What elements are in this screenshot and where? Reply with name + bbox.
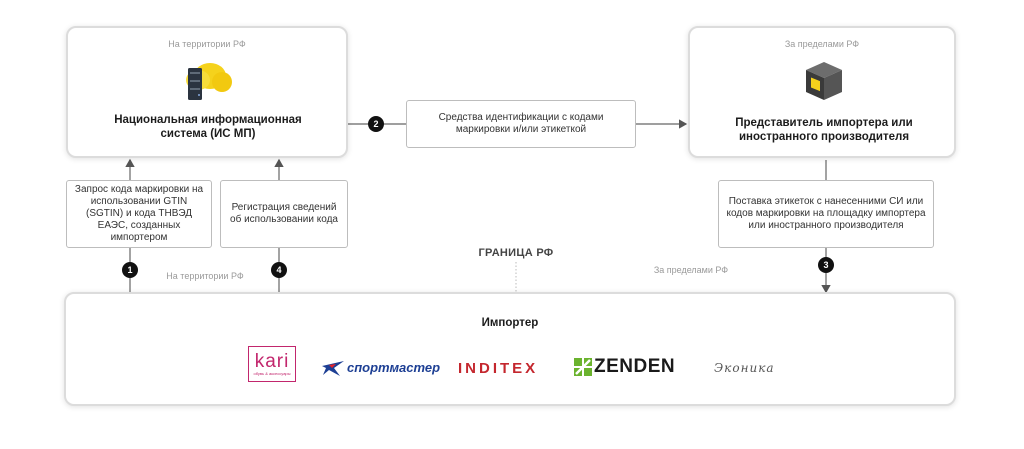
kari-logo-tagline: обувь & аксессуары xyxy=(253,371,291,376)
ekonika-logo: Эконика xyxy=(714,359,775,377)
zenden-logo-text: ZENDEN xyxy=(594,356,676,377)
representative-node: За пределами РФ Представитель импортера … xyxy=(688,26,956,158)
step-1-box: Запрос кода маркировки на использовании … xyxy=(66,180,212,248)
outside-rf-label: За пределами РФ xyxy=(653,265,729,275)
ismp-node: На территории РФ Национальная информацио… xyxy=(66,26,348,158)
zenden-mark-icon xyxy=(574,358,592,376)
inditex-logo: INDITEX xyxy=(458,358,538,378)
step-4-box: Регистрация сведений об использовании ко… xyxy=(220,180,348,248)
importer-title: Импортер xyxy=(481,317,539,329)
sportmaster-logo: спортмастер xyxy=(320,356,440,378)
ekonika-logo-text: Эконика xyxy=(714,361,775,375)
kari-logo: kari обувь & аксессуары xyxy=(248,346,296,382)
rep-region-label: За пределами РФ xyxy=(784,39,860,49)
kari-logo-text: kari xyxy=(254,351,290,372)
step-1-badge: 1 xyxy=(122,262,138,278)
step-2-box: Средства идентификации с кодами маркиров… xyxy=(406,100,636,148)
inditex-logo-text: INDITEX xyxy=(458,359,539,377)
border-label: ГРАНИЦА РФ xyxy=(478,247,554,259)
inside-rf-label: На территории РФ xyxy=(166,271,244,281)
rep-title: Представитель импортера или иностранного… xyxy=(735,117,913,143)
step-2-badge: 2 xyxy=(368,116,384,132)
step-4-badge: 4 xyxy=(271,262,287,278)
package-box-icon xyxy=(800,58,848,102)
sportmaster-logo-text: спортмастер xyxy=(347,359,441,375)
step-3-badge: 3 xyxy=(818,257,834,273)
importer-node: Импортер kari обувь & аксессуары спортма… xyxy=(64,292,956,406)
zenden-logo: ZENDEN xyxy=(574,356,675,378)
ismp-region-label: На территории РФ xyxy=(168,39,246,49)
step-3-box: Поставка этикеток с нанесенними СИ или к… xyxy=(718,180,934,248)
sportmaster-star-icon xyxy=(322,361,344,376)
ismp-title: Национальная информационная система (ИС … xyxy=(114,114,302,140)
cloud-server-icon xyxy=(180,58,232,102)
